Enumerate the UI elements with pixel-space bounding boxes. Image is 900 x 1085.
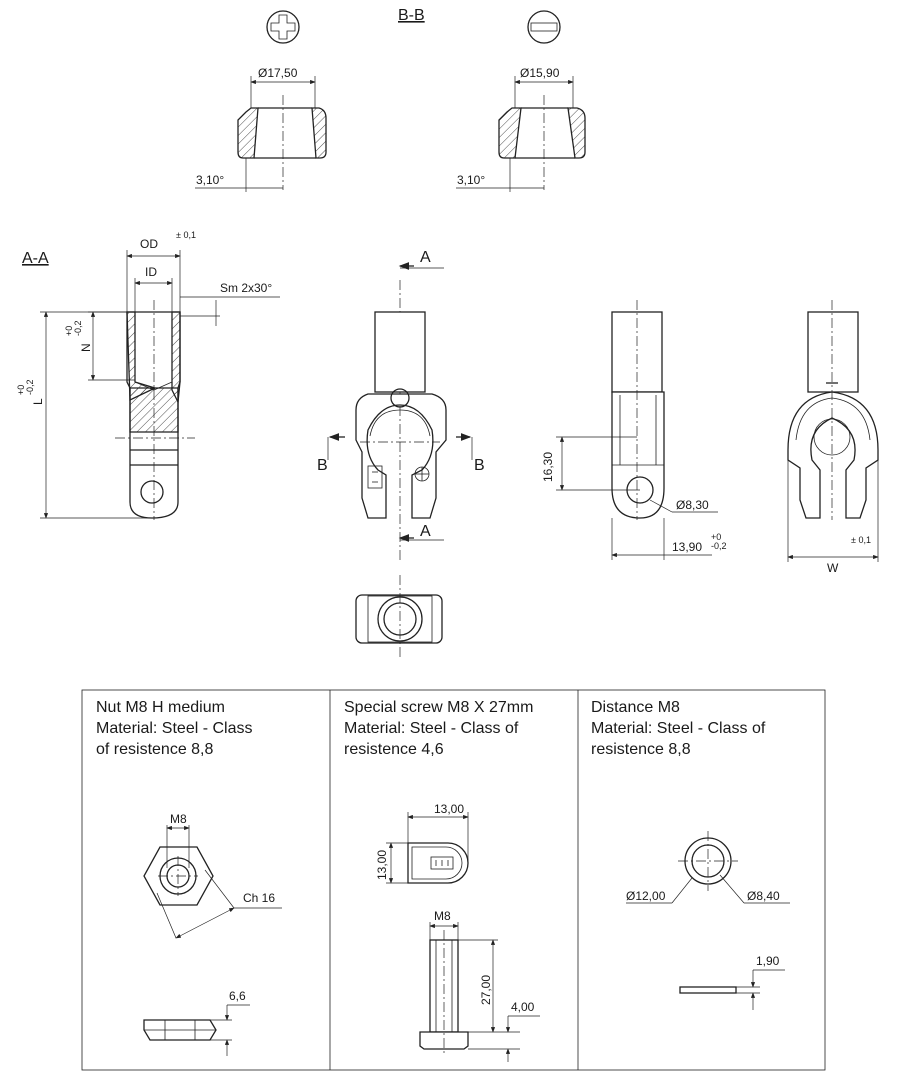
screw-drawing: 13,00 13,00 M8 27,00 4,00	[375, 802, 540, 1062]
front-view: A B B A	[317, 249, 485, 560]
section-a-bottom: A	[420, 523, 431, 540]
section-label-aa: A-A	[22, 250, 49, 267]
nut-h: 6,6	[229, 989, 246, 1003]
phillips-head-icon	[266, 10, 300, 44]
dim-n-tol-dn: -0,2	[73, 320, 83, 336]
screw-length: 27,00	[479, 975, 493, 1005]
dim-1630: 16,30	[541, 452, 555, 482]
dim-n: N	[79, 343, 93, 352]
dim-od-tol: ± 0,1	[176, 230, 196, 240]
dim-l: L	[31, 398, 45, 405]
dim-d1590: Ø15,90	[520, 66, 560, 80]
panel-title-nut: Nut M8 H medium Material: Steel - Class …	[96, 699, 253, 758]
dim-d1750: Ø17,50	[258, 66, 298, 80]
screw-width: 13,00	[434, 802, 464, 816]
dim-1390-dn: -0,2	[711, 541, 727, 551]
panel-title-distance: Distance M8 Material: Steel - Class of r…	[591, 699, 766, 758]
dim-1390-up: +0	[711, 532, 721, 542]
panel-title-screw: Special screw M8 X 27mm Material: Steel …	[344, 699, 534, 758]
slotted-head-icon	[527, 10, 561, 44]
distance-drawing: Ø12,00 Ø8,40 1,90	[626, 831, 790, 1010]
aa-section: A-A OD ± 0,1 ID Sm 2x30° N	[16, 230, 280, 520]
dist-od: Ø12,00	[626, 889, 666, 903]
dim-sm: Sm 2x30°	[220, 281, 272, 295]
section-b-right: B	[474, 457, 485, 474]
nut-ch: Ch 16	[243, 891, 275, 905]
bottom-view	[355, 575, 443, 660]
bb-section-right: Ø15,90 3,10°	[456, 66, 586, 192]
dim-angle-right: 3,10°	[457, 173, 485, 187]
dist-id: Ø8,40	[747, 889, 780, 903]
dim-angle-left: 3,10°	[196, 173, 224, 187]
dim-w: W	[827, 561, 839, 575]
nut-m8: M8	[170, 812, 187, 826]
side-view: 16,30 Ø8,30 13,90 +0 -0,2	[541, 300, 727, 560]
screw-head: 4,00	[511, 1000, 535, 1014]
parts-table	[81, 689, 826, 1071]
dist-thickness: 1,90	[756, 954, 780, 968]
rear-view: W ± 0,1	[787, 300, 879, 575]
bb-section-left: Ø17,50 3,10°	[195, 66, 327, 192]
dim-w-tol: ± 0,1	[851, 535, 871, 545]
dim-l-tol-dn: -0,2	[25, 379, 35, 395]
screw-m8: M8	[434, 909, 451, 923]
screw-height: 13,00	[375, 850, 389, 880]
dim-id: ID	[145, 265, 157, 279]
section-b-left: B	[317, 457, 328, 474]
dim-l-tol-up: +0	[16, 385, 26, 395]
dim-1390: 13,90	[672, 540, 702, 554]
dim-od: OD	[140, 237, 158, 251]
dim-d830: Ø8,30	[676, 498, 709, 512]
nut-drawing: M8 Ch 16 6,6	[143, 812, 282, 1056]
dim-n-tol-up: +0	[64, 326, 74, 336]
section-label-bb: B-B	[398, 7, 425, 24]
section-a-top: A	[420, 249, 431, 266]
